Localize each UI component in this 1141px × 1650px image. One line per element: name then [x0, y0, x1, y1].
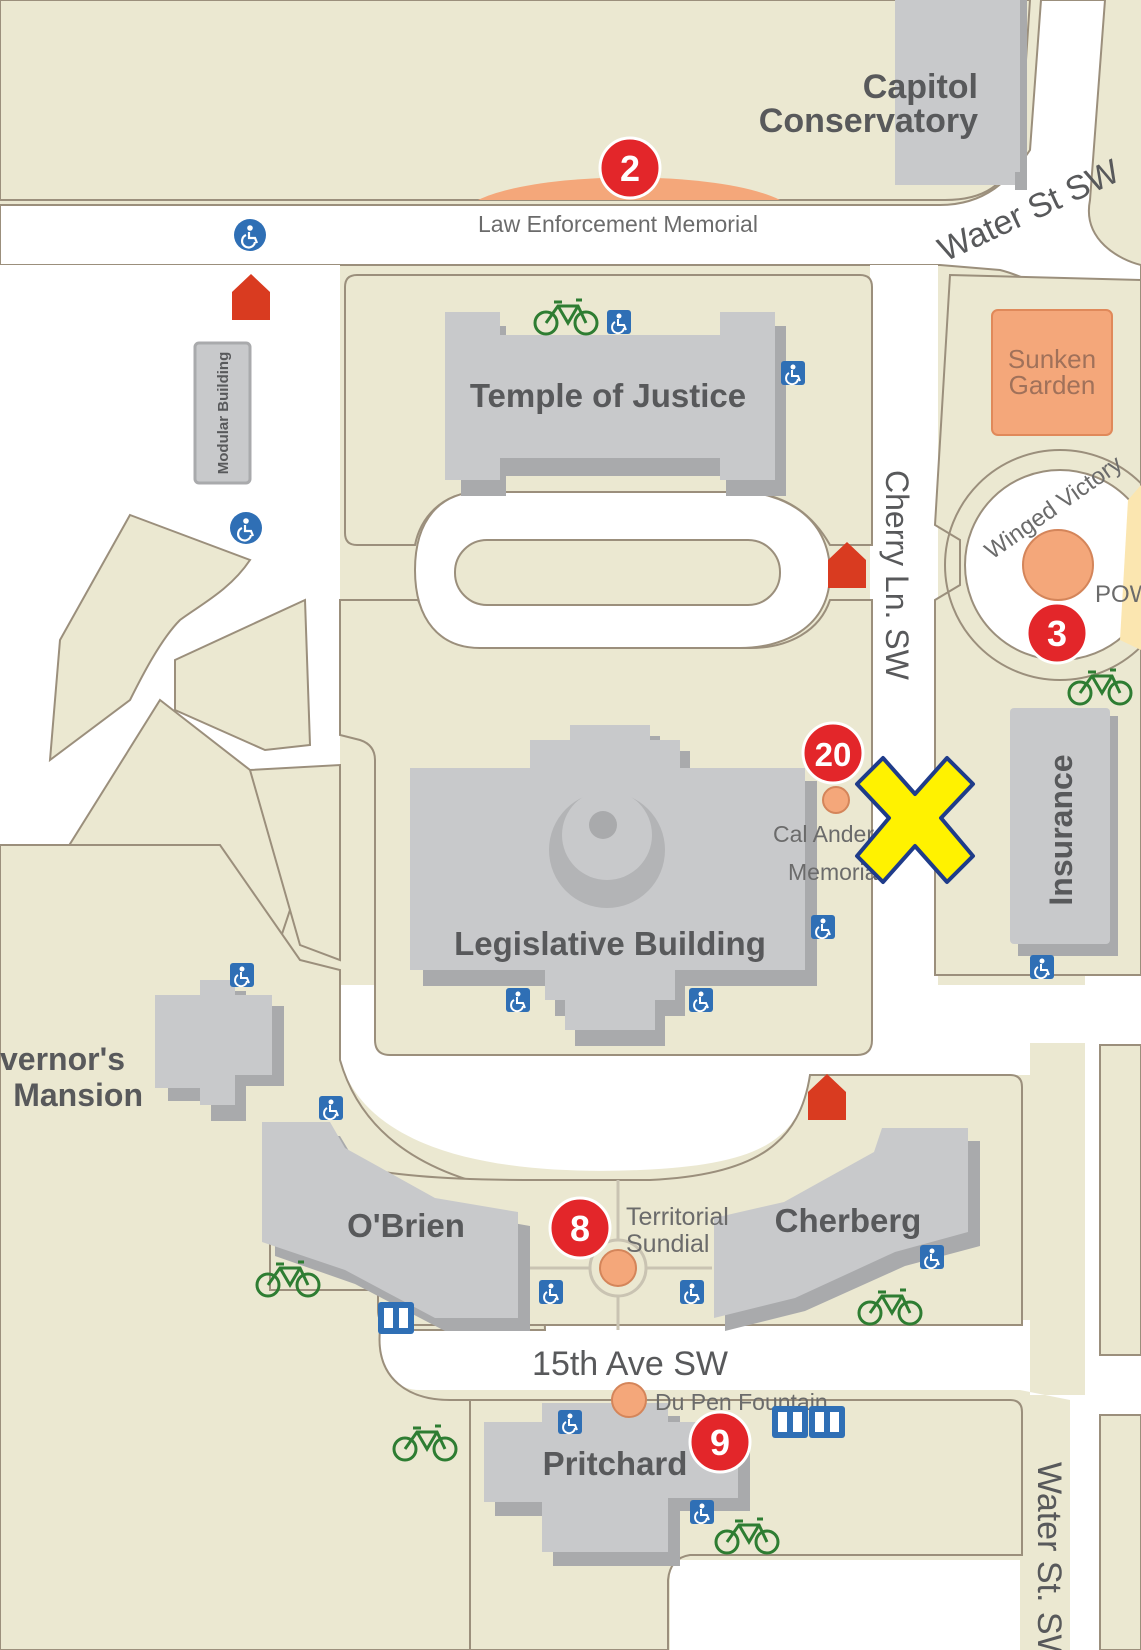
cherberg-label: Cherberg: [775, 1202, 922, 1239]
wheelchair-icon: [679, 1279, 705, 1305]
pow-label: POW: [1095, 581, 1141, 608]
conservatory-label-line1: Capitol: [863, 68, 978, 106]
wheelchair-icon: [689, 1499, 715, 1525]
marker-8-number: 8: [570, 1208, 590, 1249]
wheelchair-icon: [688, 987, 714, 1013]
wheelchair-icon: [232, 217, 268, 253]
pritchard-building: [484, 1403, 750, 1566]
governors-mansion-label-line2: Mansion: [13, 1077, 143, 1113]
legislative-building: [410, 725, 817, 1046]
winged-victory-monument: [1022, 529, 1094, 601]
law-enforcement-memorial-label: Law Enforcement Memorial: [478, 211, 758, 237]
marker-20-number: 20: [815, 736, 852, 773]
temple-of-justice-building: [445, 312, 786, 496]
wheelchair-icon: [810, 914, 836, 940]
conservatory-label-line2: Conservatory: [759, 102, 978, 140]
legislative-building-label: Legislative Building: [454, 925, 766, 962]
wheelchair-icon: [1029, 954, 1055, 980]
governors-mansion-building: [155, 980, 284, 1121]
wheelchair-icon: [505, 987, 531, 1013]
marker-20[interactable]: 20: [801, 721, 865, 785]
restroom-icon: [378, 1302, 414, 1334]
15th-ave-label: 15th Ave SW: [532, 1345, 728, 1383]
insurance-building: [1010, 708, 1118, 956]
sunken-garden-shape: [991, 309, 1113, 436]
wheelchair-icon: [606, 309, 632, 335]
restroom-icon: [809, 1406, 845, 1438]
marker-9[interactable]: 9: [688, 1410, 752, 1474]
wheelchair-icon: [538, 1279, 564, 1305]
obrien-label: O'Brien: [347, 1207, 465, 1244]
governors-mansion-label-line1: Governor's: [0, 1041, 125, 1077]
marker-2[interactable]: 2: [598, 136, 662, 200]
pritchard-label: Pritchard: [543, 1445, 688, 1482]
territorial-sundial-label-line2: Sundial: [626, 1230, 709, 1258]
water-st-bottom-label: Water St. SW: [1030, 1462, 1068, 1650]
marker-8[interactable]: 8: [548, 1196, 612, 1260]
marker-2-number: 2: [620, 148, 640, 189]
wheelchair-icon: [780, 360, 806, 386]
cherry-ln-label: Cherry Ln. SW: [879, 470, 915, 681]
temple-of-justice-label: Temple of Justice: [470, 377, 746, 414]
territorial-sundial-monument: [599, 1249, 637, 1287]
wheelchair-icon: [919, 1244, 945, 1270]
modular-building-shape: [193, 341, 252, 485]
modular-building-label: Modular Building: [215, 352, 232, 474]
marker-3-number: 3: [1047, 613, 1067, 654]
wheelchair-icon: [557, 1409, 583, 1435]
cherberg-building: [714, 1128, 980, 1331]
sunken-garden-label-line1: Sunken: [1008, 344, 1096, 374]
wheelchair-icon: [318, 1095, 344, 1121]
insurance-label: Insurance: [1043, 754, 1079, 905]
du-pen-fountain-monument: [611, 1382, 647, 1418]
wheelchair-icon: [228, 510, 264, 546]
cal-anderson-memorial-monument: [822, 786, 850, 814]
marker-9-number: 9: [710, 1422, 730, 1463]
wheelchair-icon: [229, 962, 255, 988]
restroom-icon: [772, 1406, 808, 1438]
obrien-building: [262, 1122, 530, 1331]
marker-3[interactable]: 3: [1025, 601, 1089, 665]
sunken-garden-label-line2: Garden: [1009, 370, 1096, 400]
territorial-sundial-label-line1: Territorial: [626, 1203, 729, 1231]
x-marker-icon[interactable]: [855, 756, 975, 884]
